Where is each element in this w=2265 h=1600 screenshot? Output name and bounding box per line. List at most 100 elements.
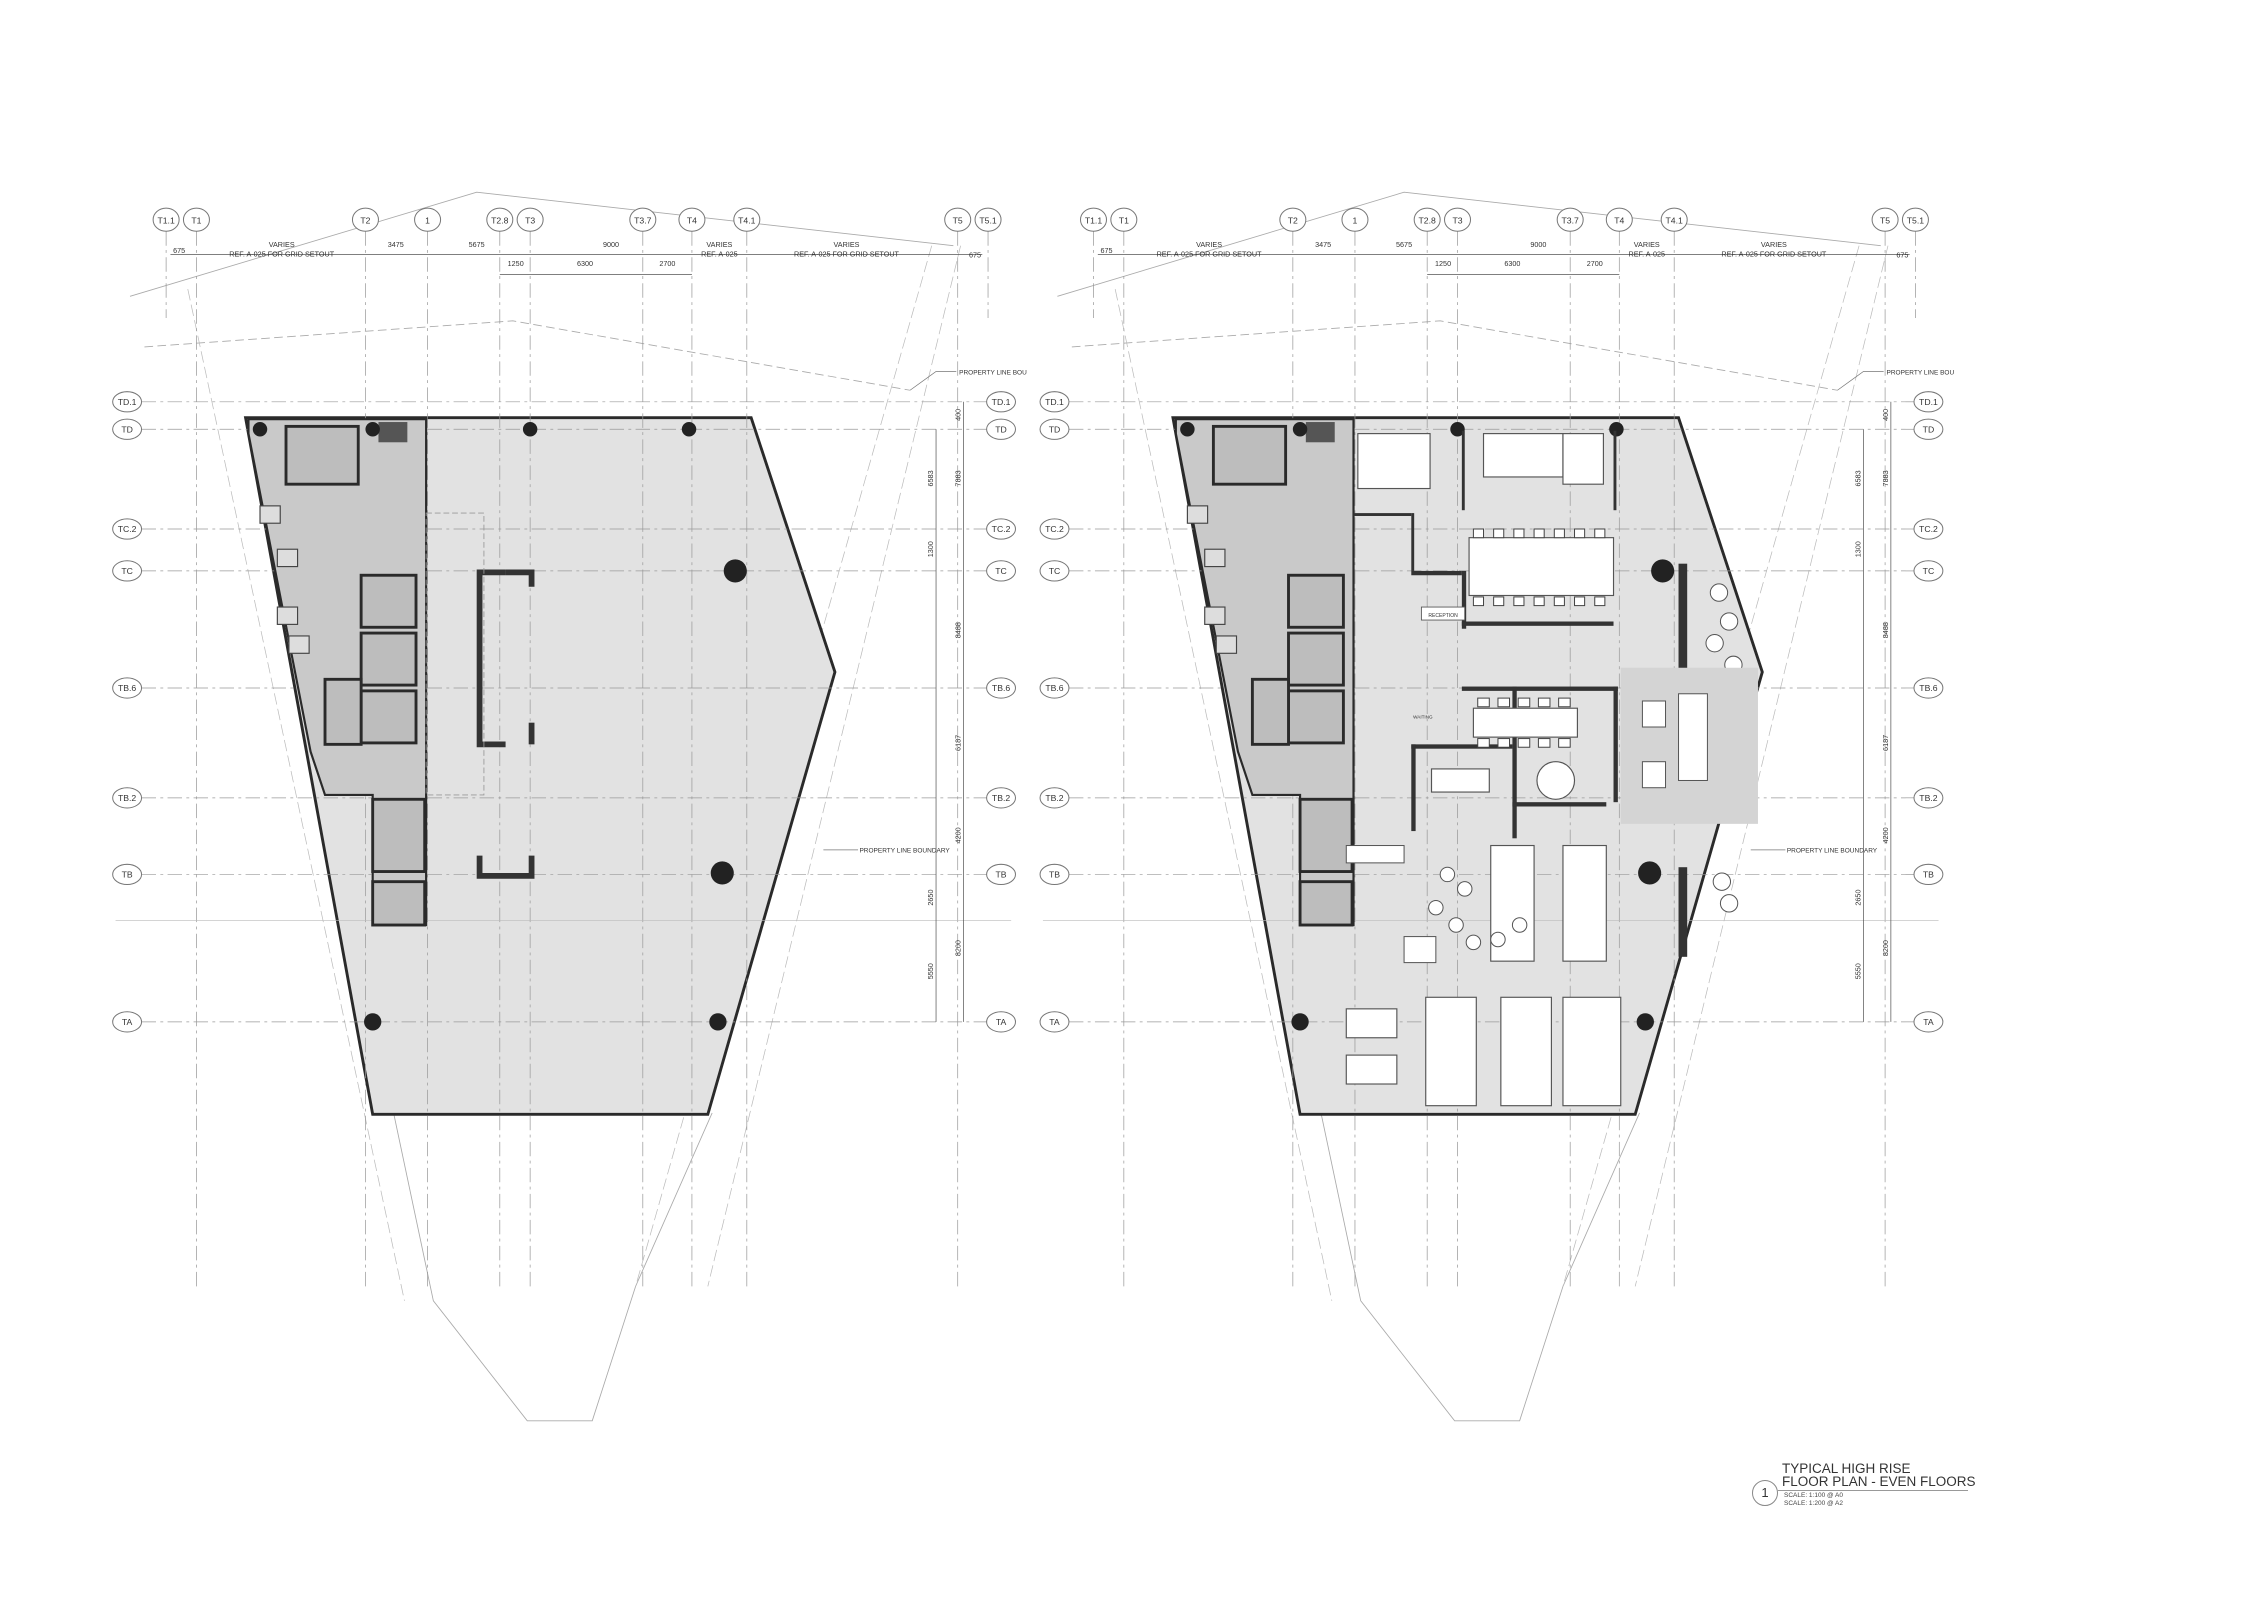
chair	[1517, 697, 1531, 708]
cafe-table	[1448, 917, 1464, 933]
partition-wall	[1613, 686, 1618, 803]
grid-label-TC: TC	[995, 566, 1007, 576]
structural-column	[364, 1013, 382, 1031]
dim-text: 1250	[508, 259, 524, 268]
washroom-fixture	[1204, 606, 1226, 625]
grid-label-T2.8: T2.8	[1419, 215, 1437, 225]
grid-bubble	[1039, 518, 1070, 540]
dim-text: 3475	[1315, 240, 1331, 249]
dim-text: 3475	[388, 240, 404, 249]
grid-label-TA: TA	[122, 1017, 133, 1027]
dim-text: 1250	[1435, 259, 1451, 268]
dim-text: 6300	[577, 259, 593, 268]
lounge-seat	[1705, 634, 1724, 653]
structural-column	[1450, 422, 1465, 437]
storage-unit	[1641, 700, 1667, 728]
partition-wall	[1411, 570, 1462, 576]
workstation-desk	[1345, 1054, 1398, 1085]
washroom-fixture	[288, 635, 310, 654]
lounge-seat	[1709, 583, 1729, 602]
grid-bubble	[1871, 207, 1899, 232]
grid-label-TA: TA	[1049, 1017, 1060, 1027]
lift-shaft	[359, 689, 418, 745]
lift-shaft	[323, 677, 363, 746]
grid-label-T4: T4	[1614, 215, 1624, 225]
grid-label-TB.6: TB.6	[1045, 683, 1063, 693]
dim-text: 9000	[603, 240, 619, 249]
setout-outline	[129, 191, 954, 297]
grid-bubble	[986, 418, 1016, 440]
grid-label-TC: TC	[121, 566, 133, 576]
grid-bubble	[986, 787, 1016, 809]
shear-wall	[476, 855, 535, 879]
grid-label-TB: TB	[996, 870, 1007, 880]
grid-bubble	[629, 207, 657, 232]
dim-text: VARIES	[1196, 240, 1222, 249]
dim-text: 7883	[954, 470, 963, 486]
dim-text: 2650	[926, 890, 935, 906]
chair	[1553, 528, 1565, 539]
grid-bubble	[1279, 207, 1307, 232]
grid-label-TB: TB	[1049, 870, 1060, 880]
sofa	[1345, 845, 1405, 864]
grid-bubble	[112, 391, 143, 413]
property-line-label: PROPERTY LINE BOUNDARY	[859, 848, 950, 855]
grid-bubble	[1913, 560, 1944, 582]
grid-bubble	[1901, 207, 1929, 232]
dim-text: REF. A-025	[1628, 250, 1665, 259]
structural-column	[522, 422, 538, 437]
chair	[1513, 528, 1525, 539]
washroom-fixture	[276, 606, 299, 625]
washroom-fixture	[276, 548, 299, 568]
workstation-desk	[1482, 433, 1564, 478]
grid-label-TB: TB	[1923, 870, 1934, 880]
dim-text: 675	[1896, 250, 1908, 259]
void-outline	[425, 512, 485, 796]
dim-text: 6583	[926, 470, 935, 486]
meeting-table	[1430, 768, 1490, 793]
structural-column	[710, 861, 734, 885]
grid-bubble	[1913, 418, 1944, 440]
lift-shaft	[1298, 880, 1354, 927]
roof-outline	[1071, 320, 1838, 391]
lounge-seat	[1719, 894, 1739, 913]
dim-text: VARIES	[1634, 240, 1660, 249]
grid-bubble	[112, 518, 143, 540]
grid-label-TB.2: TB.2	[1045, 793, 1063, 803]
grid-label-TA: TA	[1923, 1017, 1934, 1027]
dim-text: 8488	[954, 622, 963, 638]
grid-label-T1.1: T1.1	[1085, 215, 1103, 225]
chair	[1558, 738, 1571, 748]
cafe-table	[1465, 934, 1482, 951]
grid-label-TD: TD	[1049, 424, 1061, 434]
partition-wall	[1512, 802, 1607, 807]
dim-text: 675	[1100, 246, 1112, 255]
structural-column	[1609, 422, 1624, 437]
dim-text: 5675	[469, 240, 485, 249]
grid-bubble	[414, 207, 442, 232]
partition-wall	[1461, 570, 1467, 629]
grid-bubble	[1110, 207, 1138, 232]
grid-label-T1.1: T1.1	[157, 215, 175, 225]
chair	[1493, 528, 1505, 539]
grid-bubble	[112, 677, 143, 699]
partition-wall	[1512, 686, 1517, 839]
structural-column	[723, 559, 747, 583]
leader-line	[1837, 371, 1884, 391]
grid-bubble	[486, 207, 514, 232]
grid-label-TB.6: TB.6	[992, 683, 1010, 693]
grid-bubble	[974, 207, 1002, 232]
dim-text: 8200	[954, 940, 963, 956]
grid-bubble	[1913, 1011, 1944, 1033]
grid-label-T4: T4	[687, 215, 697, 225]
grid-bubble	[986, 391, 1016, 413]
grid-label-T3: T3	[525, 215, 535, 225]
partition-wall	[1461, 430, 1465, 511]
grid-bubble	[1913, 787, 1944, 809]
grid-label-T3: T3	[1452, 215, 1462, 225]
grid-label-T2: T2	[1288, 215, 1298, 225]
dim-text: 1300	[1854, 541, 1863, 557]
cafe-table	[1490, 931, 1506, 948]
grid-label-TB.2: TB.2	[118, 793, 136, 803]
dim-text: 9000	[1530, 240, 1546, 249]
